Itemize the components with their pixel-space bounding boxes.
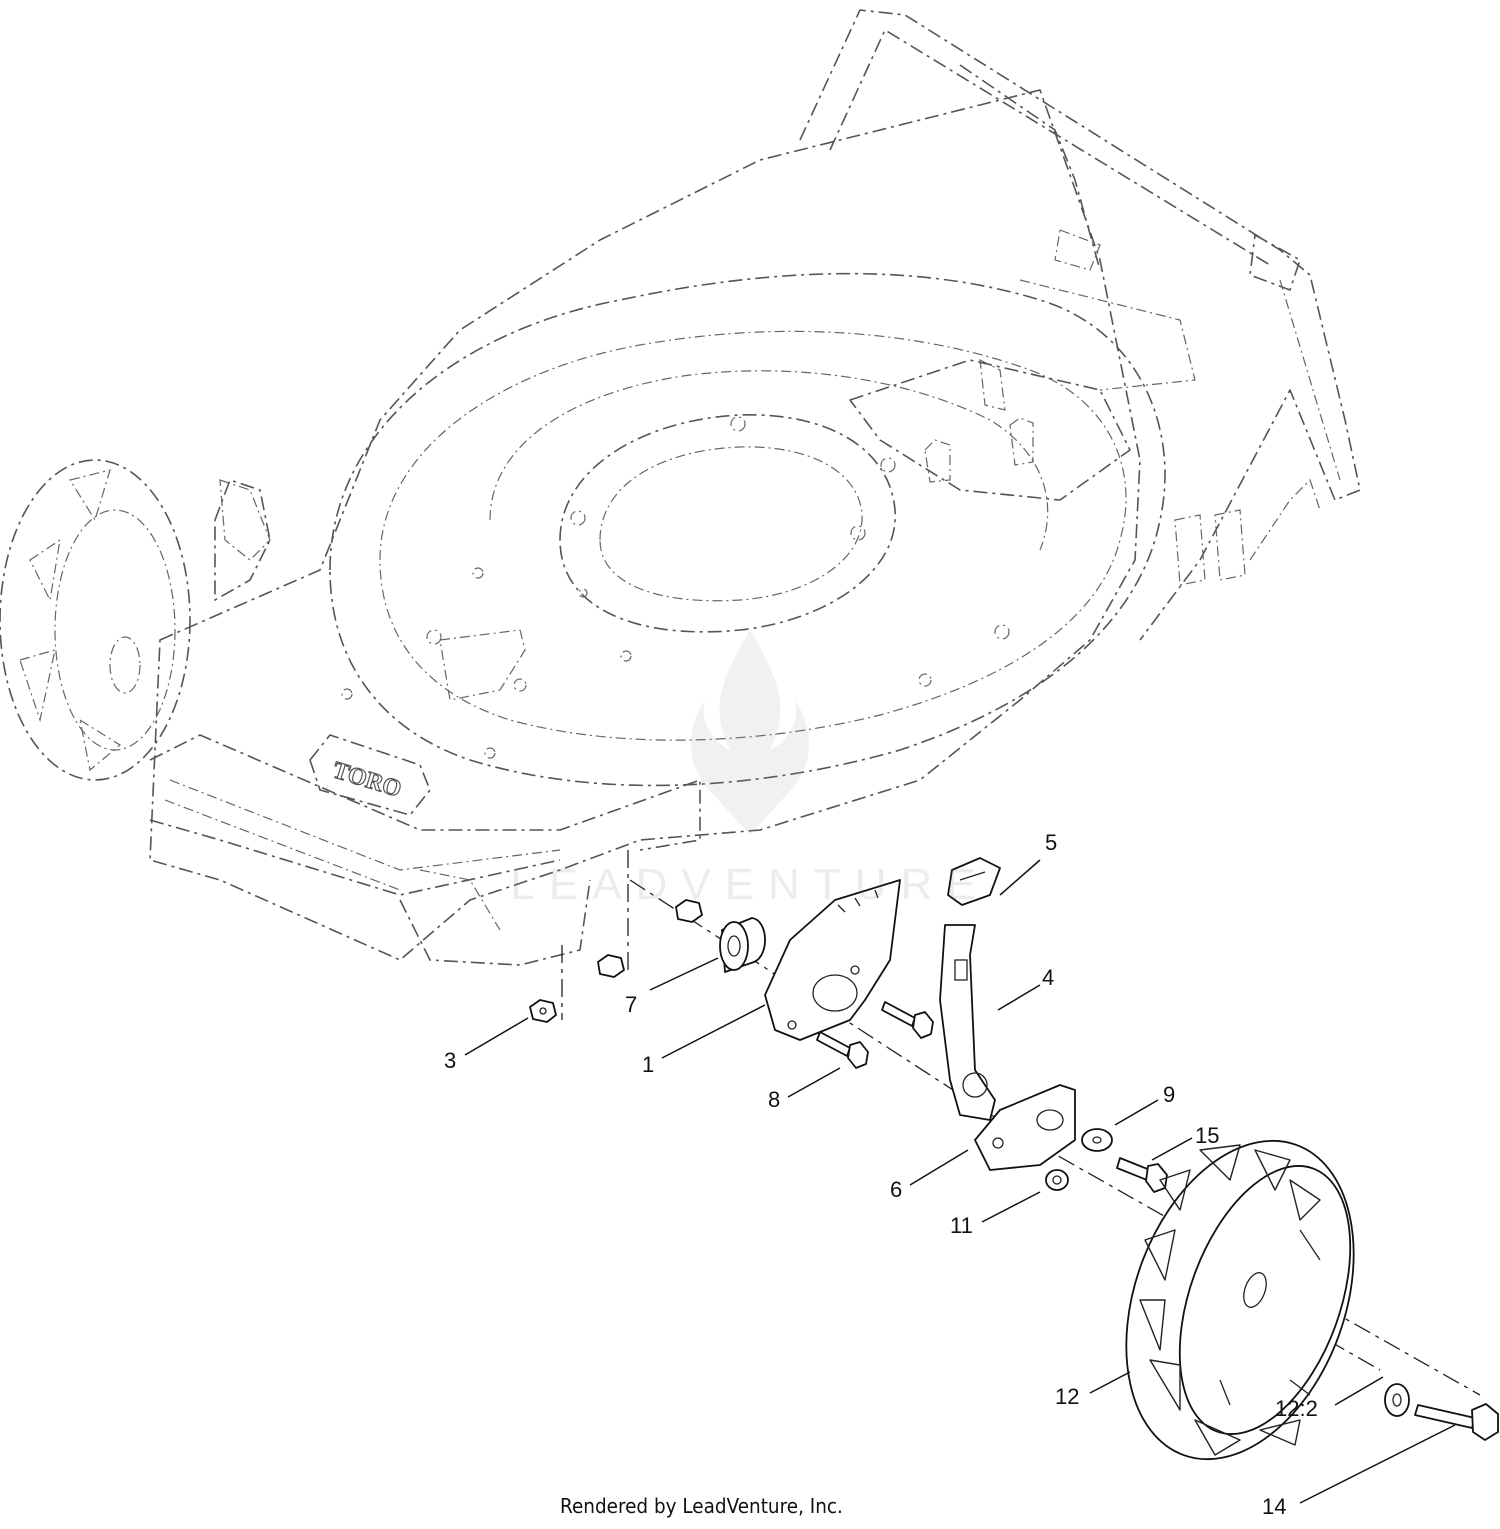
callout-labels: 3 1 7 8 5 4 6 9 15 11 12 12:2 14 — [444, 830, 1318, 1519]
footer-credit: Rendered by LeadVenture, Inc. — [560, 1494, 843, 1518]
part-7-nut — [597, 899, 703, 978]
callout-3: 3 — [444, 1048, 456, 1073]
callout-8: 8 — [768, 1087, 780, 1112]
part-3-nut — [529, 999, 557, 1023]
callout-15: 15 — [1195, 1123, 1219, 1148]
callout-9: 9 — [1163, 1082, 1175, 1107]
part-7-spacer — [719, 917, 766, 973]
callout-7: 7 — [625, 992, 637, 1017]
part-12-2-washer — [1384, 1383, 1410, 1417]
callout-6: 6 — [890, 1177, 902, 1202]
part-1-bracket-plate — [764, 879, 901, 1041]
callout-5: 5 — [1045, 830, 1057, 855]
part-4-lever — [939, 924, 996, 1121]
callout-4: 4 — [1042, 965, 1054, 990]
watermark: LEADVENTURE — [470, 620, 1030, 910]
callout-14: 14 — [1262, 1494, 1286, 1519]
callout-12-2: 12:2 — [1275, 1396, 1318, 1421]
part-5-knob-pad — [947, 857, 1001, 906]
callout-1: 1 — [642, 1052, 654, 1077]
part-12-wheel — [1125, 1139, 1355, 1461]
deck-mount-studs — [341, 416, 1010, 759]
part-11-nut — [1045, 1169, 1069, 1191]
callout-11: 11 — [950, 1213, 973, 1238]
part-9-washer — [1081, 1128, 1113, 1152]
part-15-bolt — [1116, 1157, 1168, 1193]
watermark-text: LEADVENTURE — [510, 860, 990, 909]
callout-12: 12 — [1055, 1384, 1079, 1409]
part-14-bolt — [1414, 1403, 1499, 1441]
part-8-bolt — [816, 1001, 934, 1069]
leader-lines — [464, 859, 1456, 1504]
flame-logo-icon — [691, 630, 809, 835]
far-side-wheel-outline — [0, 459, 271, 781]
part-6-pivot-plate — [974, 1084, 1076, 1171]
